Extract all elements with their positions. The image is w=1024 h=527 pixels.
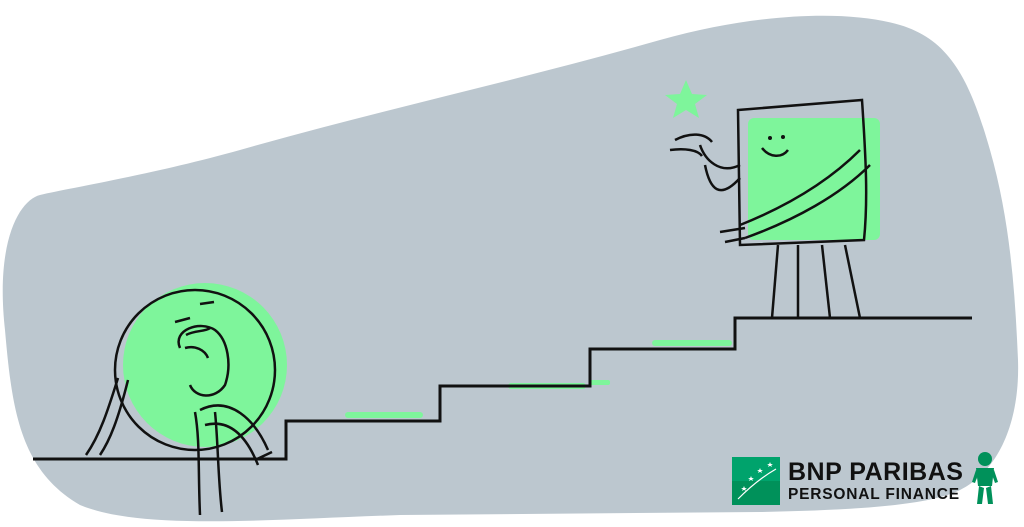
logo-line-2: PERSONAL FINANCE (788, 485, 960, 503)
bnp-logo-text: BNP PARIBAS PERSONAL FINANCE (788, 457, 964, 503)
green-mascot-icon (972, 452, 998, 504)
staircase-line (33, 316, 972, 461)
bnp-paribas-logo: BNP PARIBAS PERSONAL FINANCE (732, 452, 963, 510)
star-icon (665, 80, 707, 118)
background-blob (2, 15, 1019, 522)
bnp-stars-icon (732, 457, 780, 505)
logo-line-1: BNP PARIBAS (788, 457, 964, 486)
happy-square-character (669, 98, 880, 319)
thinking-character (84, 283, 287, 516)
